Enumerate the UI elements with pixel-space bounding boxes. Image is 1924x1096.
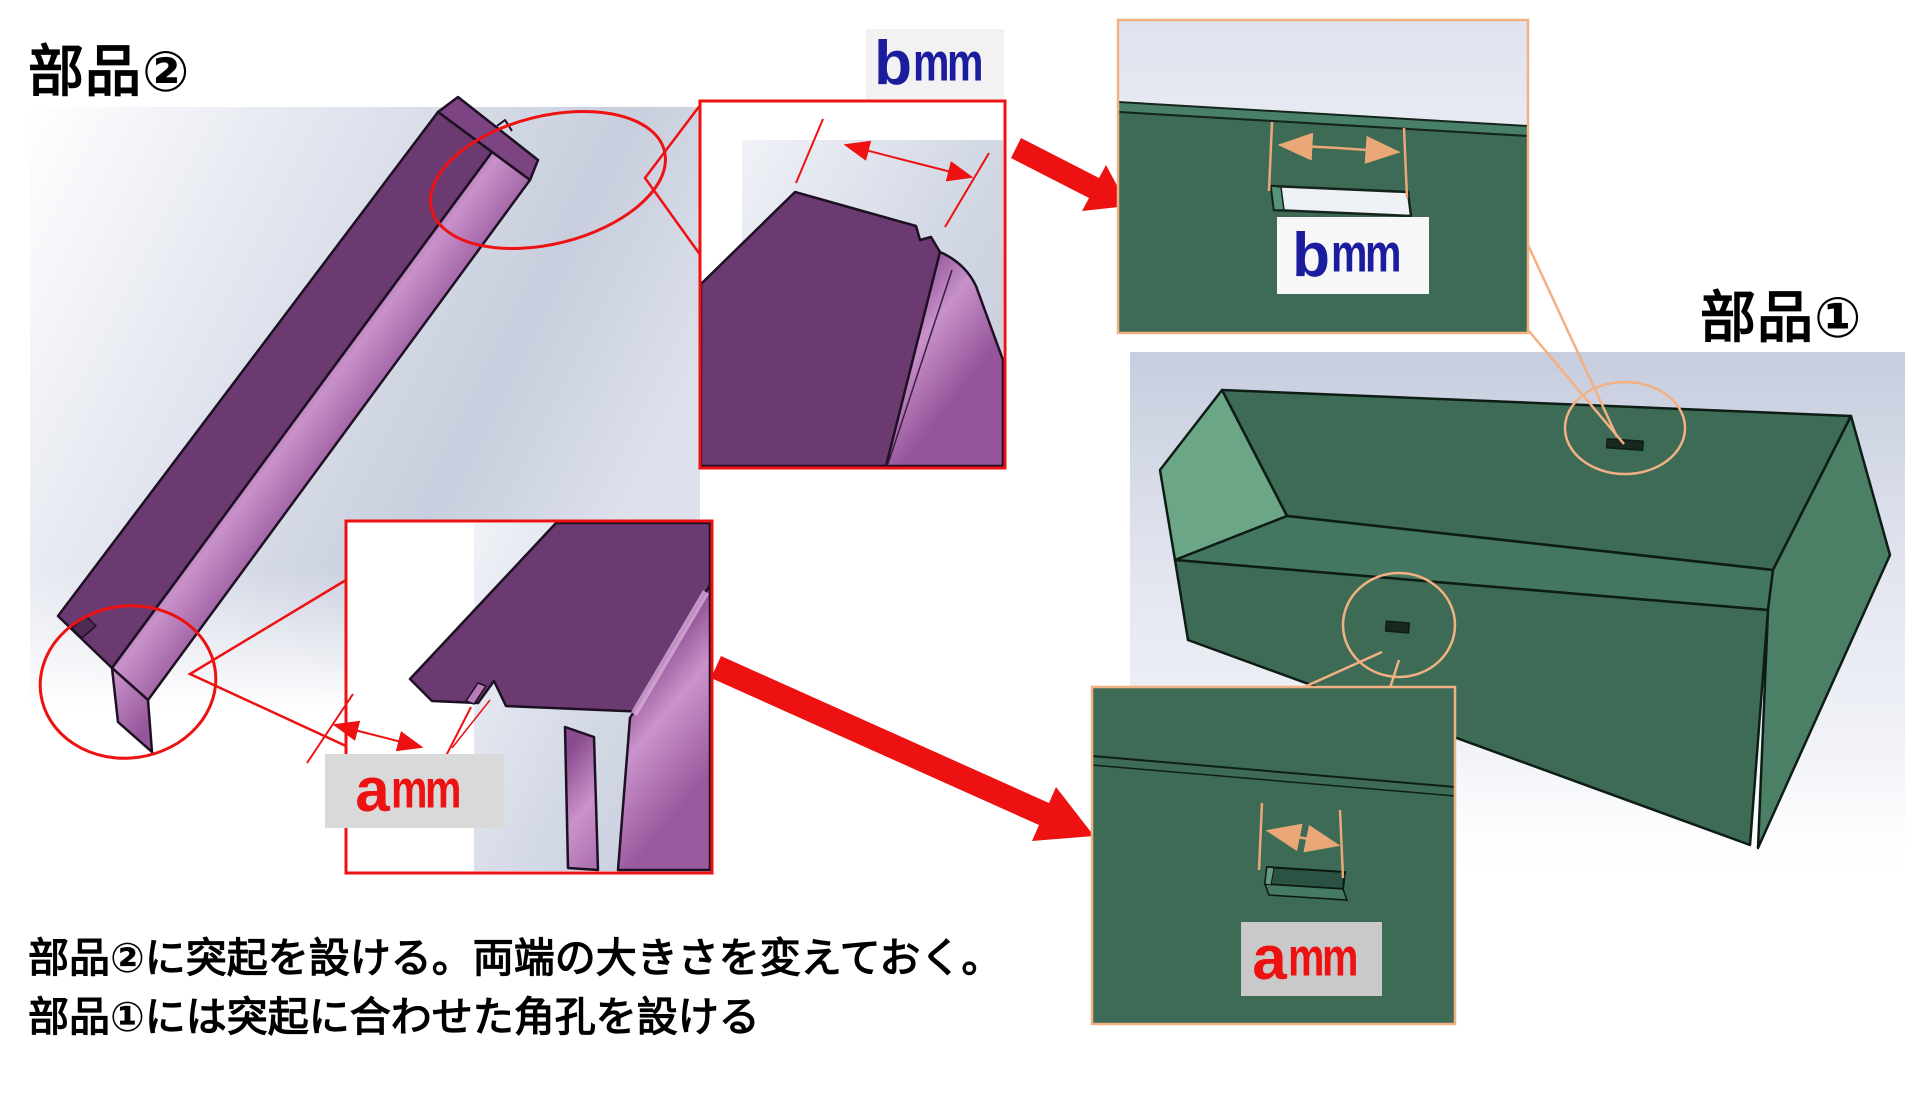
dim-a-unit: mm bbox=[390, 758, 461, 819]
detail-a-flat-face bbox=[408, 521, 712, 714]
leader-top-1 bbox=[1526, 244, 1619, 438]
angle-bar-end-flange bbox=[110, 666, 154, 754]
a-hole-dimension bbox=[1257, 802, 1345, 879]
angle-bar-tab-notch bbox=[496, 119, 513, 132]
detail-a-notch-wall bbox=[465, 682, 487, 705]
caption-line-2: 部品①には突起に合わせた角孔を設ける bbox=[28, 994, 760, 1040]
red-arrow-icon-top bbox=[1011, 138, 1128, 211]
b-hole-slot bbox=[1269, 184, 1413, 218]
caption-line-1: 部品②に突起を設ける。両端の大きさを変えておく。 bbox=[28, 935, 1003, 981]
detail-b-dimension bbox=[795, 118, 990, 228]
tray-front-slot bbox=[1384, 620, 1411, 634]
b-hole-dimension bbox=[1267, 121, 1409, 199]
leader-bottom-2 bbox=[1388, 659, 1401, 689]
tray-front-wall bbox=[1173, 558, 1770, 847]
purple-angle-bar bbox=[56, 95, 540, 754]
part1-title: 部品① bbox=[1700, 286, 1863, 349]
hole-ellipse-front bbox=[1341, 571, 1457, 679]
dim-b-letter: b bbox=[874, 29, 912, 99]
dim-a-letter: a bbox=[1252, 924, 1287, 994]
highlight-ellipse-bottom-end bbox=[38, 604, 218, 760]
detail-box-b bbox=[698, 99, 1007, 470]
dim-b-unit: mm bbox=[912, 31, 983, 92]
green-tray bbox=[1158, 388, 1892, 850]
orange-callout-marks bbox=[1301, 244, 1687, 690]
detail-a-front-flange bbox=[563, 725, 600, 872]
red-arrow-icon-bottom bbox=[711, 656, 1094, 841]
a-hole-bend-line-2 bbox=[1091, 764, 1456, 797]
leader-lines-top-detail bbox=[643, 103, 703, 257]
dim-b-letter: b bbox=[1292, 220, 1330, 290]
leader-lines-bottom-detail bbox=[187, 578, 347, 748]
leader-bottom-1 bbox=[1301, 650, 1383, 690]
dim-a-letter: a bbox=[355, 756, 390, 826]
leader-top-2 bbox=[1527, 329, 1625, 445]
detail-b-bend-line bbox=[887, 269, 953, 465]
a-hole-slot-end bbox=[1264, 866, 1275, 886]
b-hole-slot-end bbox=[1270, 185, 1285, 211]
detail-box-a bbox=[306, 519, 714, 875]
a-hole-slot-lip bbox=[1263, 883, 1349, 901]
a-hole-bend-line-1 bbox=[1091, 755, 1456, 788]
dim-b-unit: mm bbox=[1330, 222, 1401, 284]
part2-title: 部品② bbox=[28, 40, 191, 103]
tray-top-slot bbox=[1605, 438, 1644, 451]
dim-a-unit: mm bbox=[1287, 926, 1358, 987]
tray-right-side bbox=[1756, 414, 1892, 850]
hole-ellipse-top bbox=[1563, 380, 1687, 476]
detail-a-bend-highlight bbox=[630, 590, 710, 716]
detail-b-side-face bbox=[884, 250, 1005, 468]
